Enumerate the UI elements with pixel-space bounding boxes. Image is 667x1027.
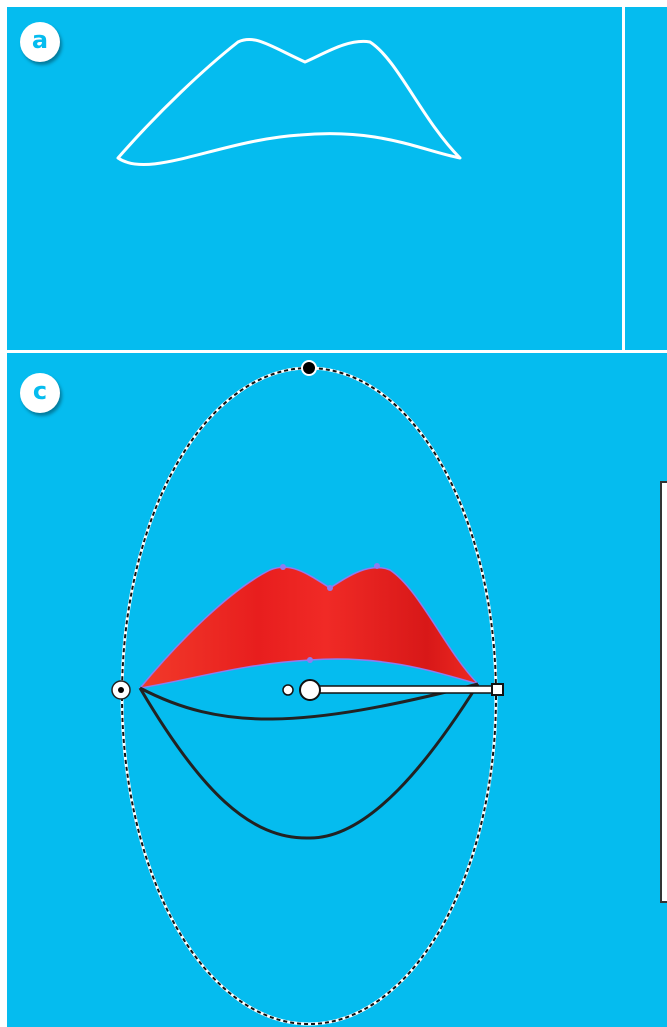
gradient-handle-bar[interactable]: [310, 686, 498, 693]
lower-lip-curve[interactable]: [140, 684, 478, 838]
upper-lip-shape[interactable]: [140, 567, 478, 688]
gradient-handle-center[interactable]: [300, 680, 320, 700]
ellipse-left-handle-dot: [118, 687, 124, 693]
gradient-handle-end[interactable]: [492, 684, 503, 695]
gradient-handle-small[interactable]: [283, 685, 293, 695]
side-window-edge: [661, 482, 667, 902]
lip-outline-shape: [118, 39, 460, 164]
ellipse-top-handle[interactable]: [302, 361, 316, 375]
